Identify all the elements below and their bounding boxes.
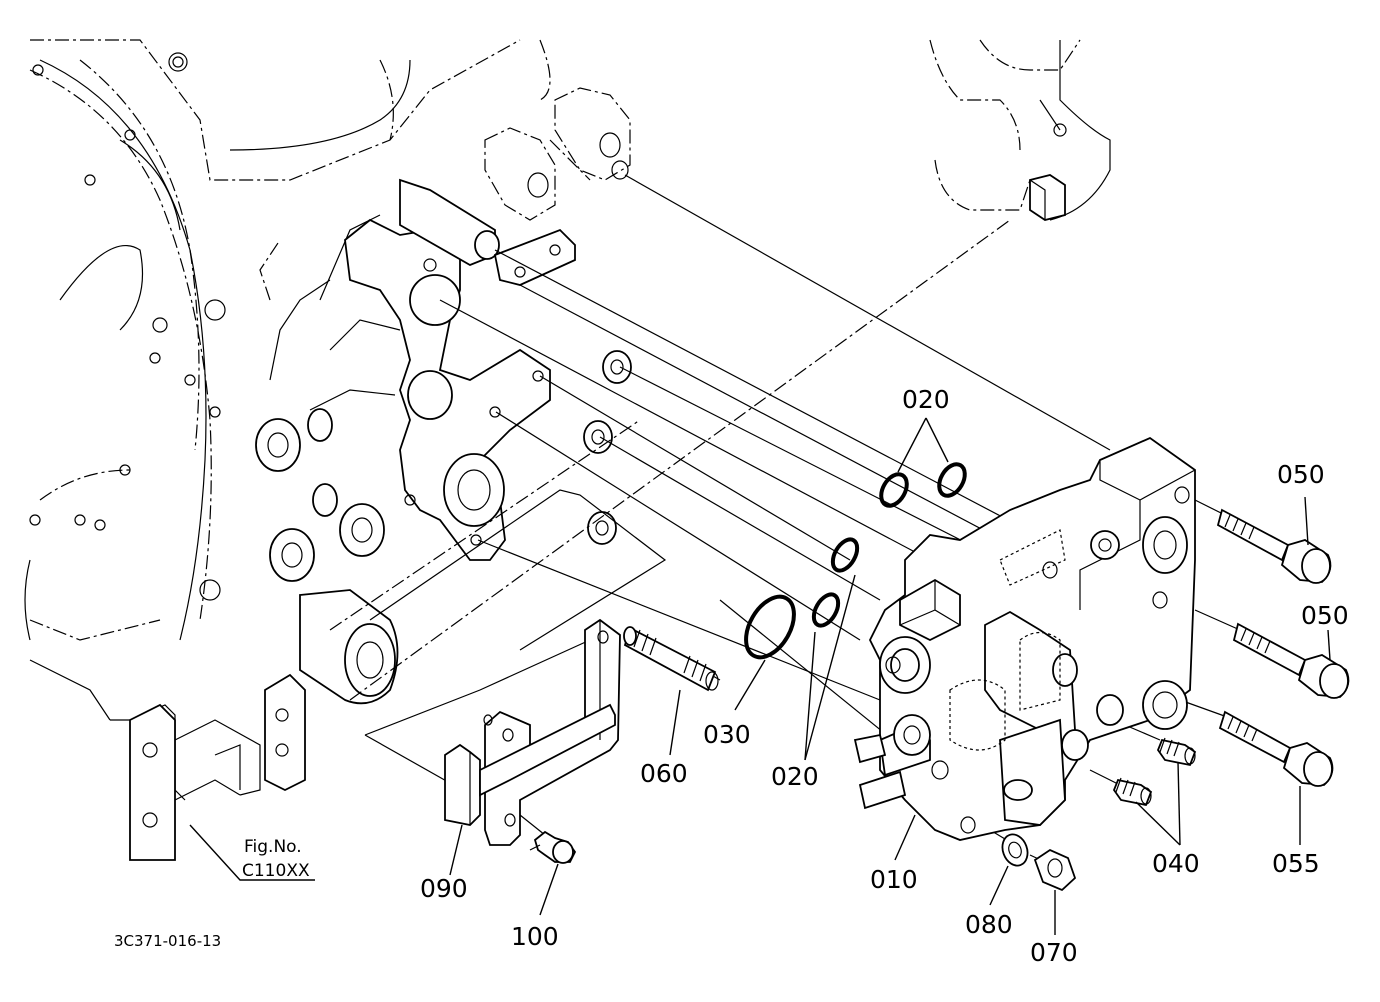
callout-010: 010: [870, 865, 918, 894]
o-ring-020-b: [937, 462, 967, 498]
callout-055: 055: [1272, 849, 1320, 878]
callout-020-top: 020: [902, 385, 950, 414]
assembly-lines: [329, 174, 1241, 863]
callout-040: 040: [1152, 849, 1200, 878]
bracket-090: [444, 618, 621, 846]
o-rings: [744, 462, 967, 660]
set-screws-040: [1112, 737, 1197, 807]
washer-080: [1001, 833, 1029, 867]
figure-number: C110XX: [242, 861, 310, 881]
leader-lines: [189, 417, 1331, 935]
control-valve-010: [853, 436, 1196, 841]
stud-060: [623, 626, 719, 692]
callout-070: 070: [1030, 938, 1078, 967]
figure-label: Fig.No.: [244, 837, 302, 857]
callout-050-upper: 050: [1277, 460, 1325, 489]
bolt-050-upper: [1216, 508, 1332, 584]
callout-060: 060: [640, 759, 688, 788]
callout-080: 080: [965, 910, 1013, 939]
bolts-050-055: [1216, 508, 1350, 787]
o-ring-020-c: [830, 537, 860, 573]
drawing-id: 3C371-016-13: [114, 932, 221, 950]
nut-070: [1033, 848, 1077, 892]
figure-reference: Fig.No. C110XX 3C371-016-13: [114, 837, 310, 950]
o-ring-030: [744, 594, 796, 660]
bolt-100: [529, 830, 577, 864]
callout-030: 030: [703, 720, 751, 749]
callout-100: 100: [511, 922, 559, 951]
o-ring-020-d: [811, 592, 841, 628]
callout-090: 090: [420, 874, 468, 903]
bolt-050-lower: [1232, 622, 1350, 699]
callout-050-lower: 050: [1301, 601, 1349, 630]
callouts: 020 050 050 030 060 020 040 055 010 090 …: [420, 385, 1349, 967]
bolt-055: [1218, 710, 1334, 787]
upper-bosses: [484, 87, 631, 221]
transmission-housing: [24, 39, 1111, 861]
callout-020-bottom: 020: [771, 762, 819, 791]
mounting-plate: [344, 178, 632, 561]
o-ring-020-a: [879, 472, 909, 508]
